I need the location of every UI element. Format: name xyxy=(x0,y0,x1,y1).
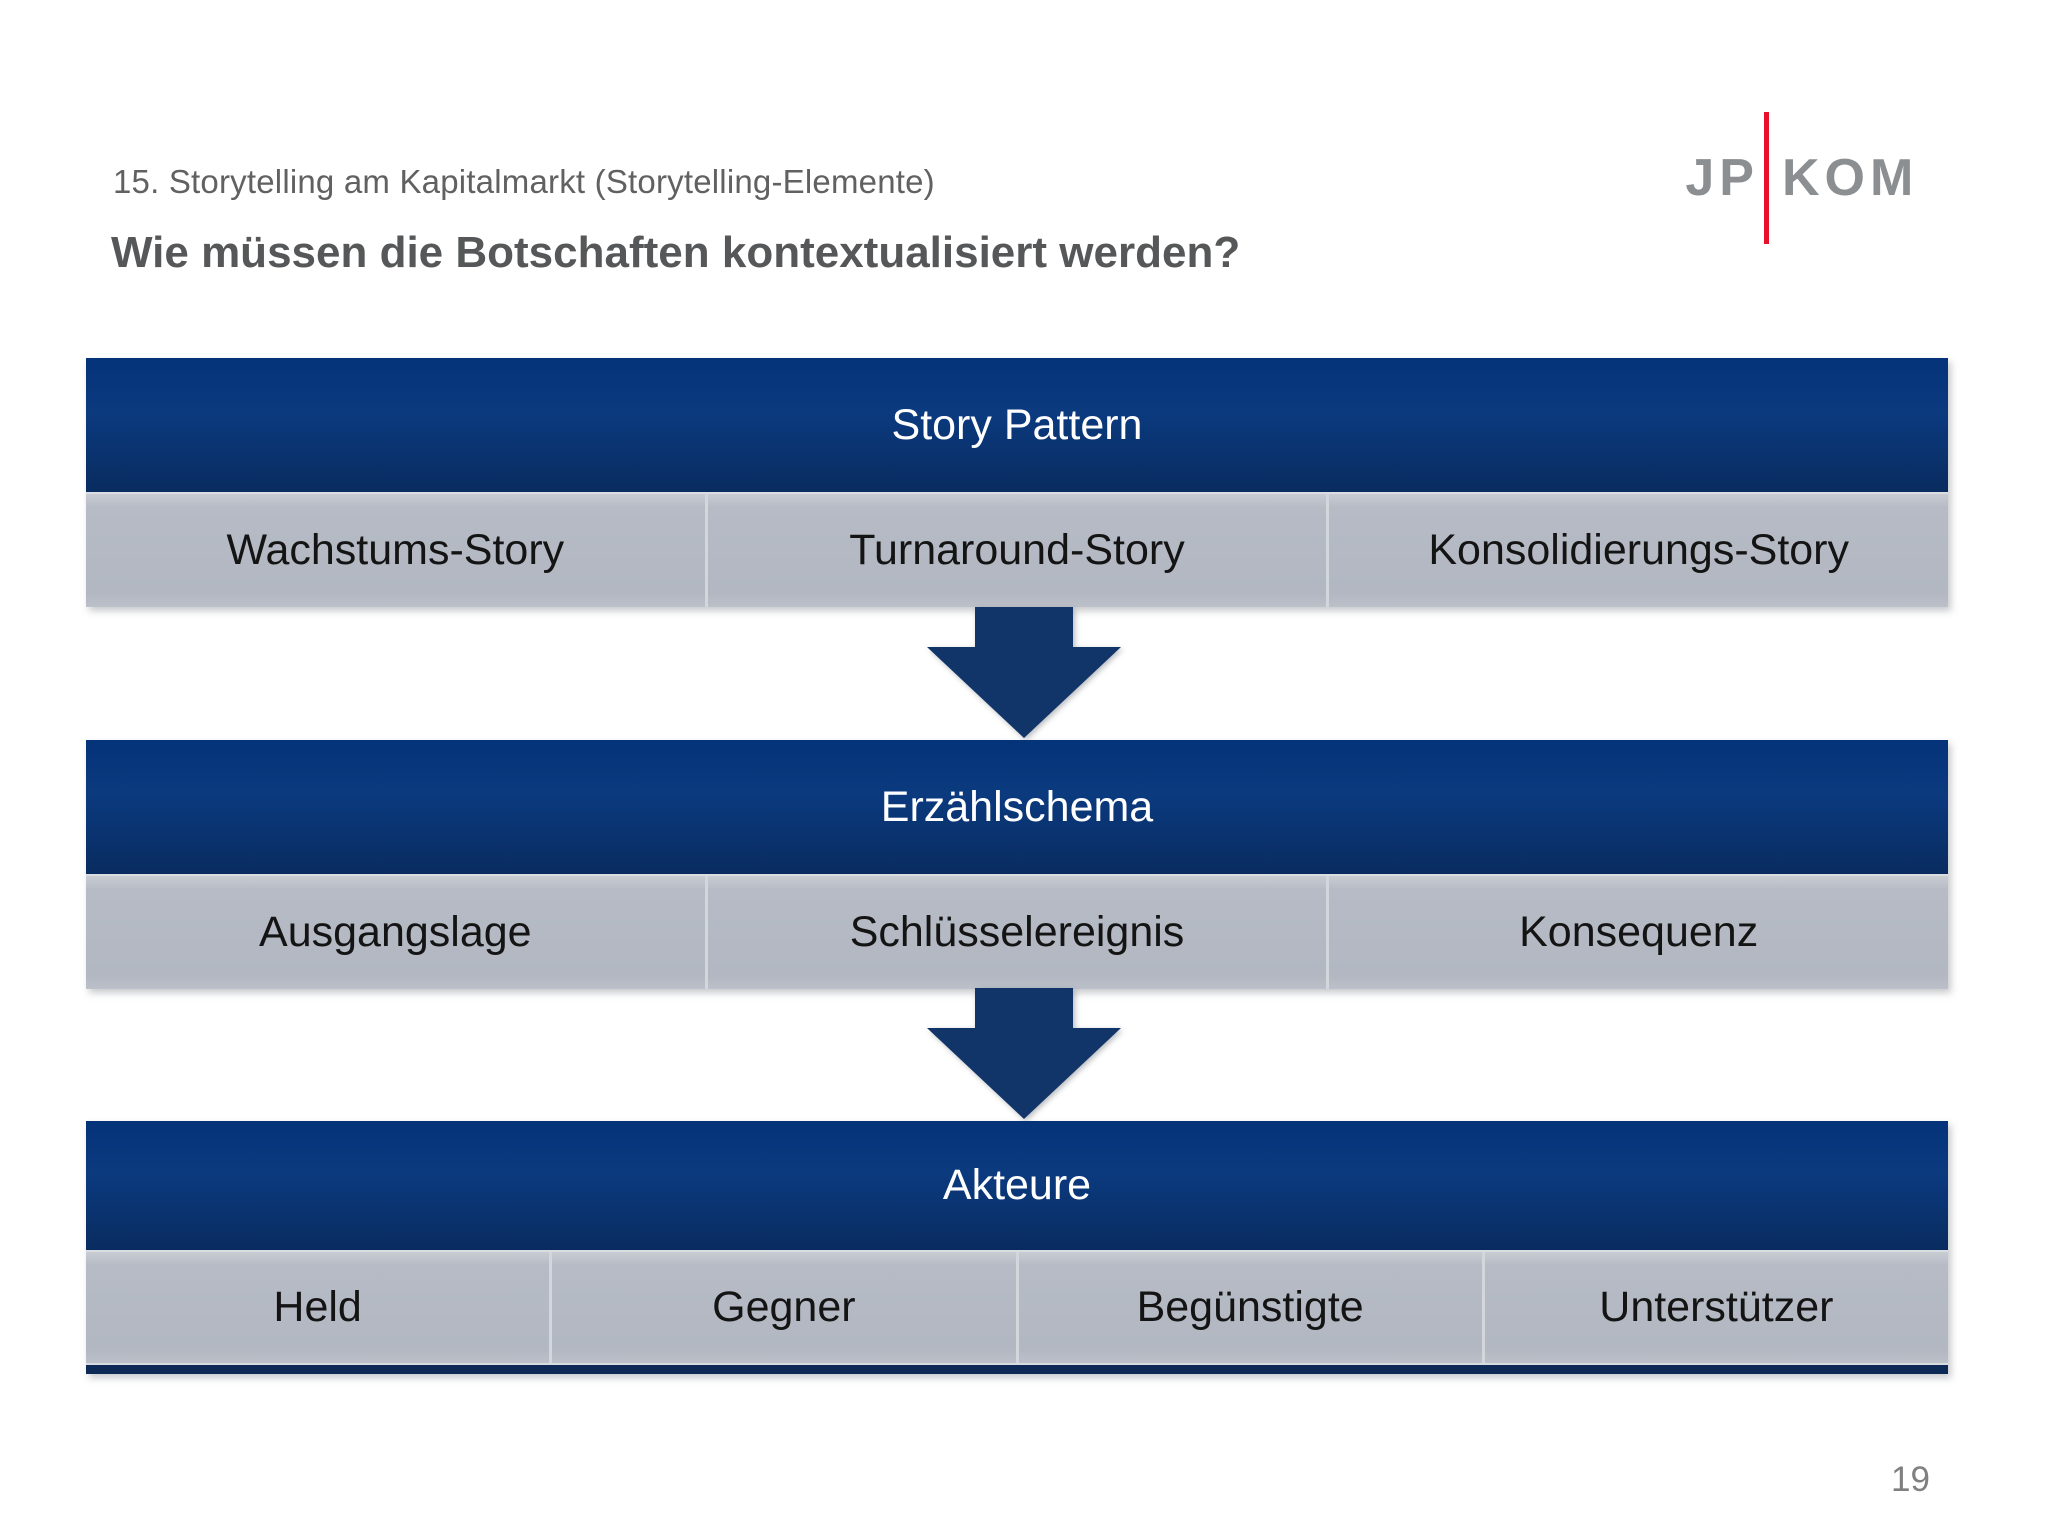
slide-kicker: 15. Storytelling am Kapitalmarkt (Storyt… xyxy=(113,163,935,200)
block-akteure: Akteure Held Gegner Begünstigte Unterstü… xyxy=(86,1121,1948,1374)
down-arrow-icon xyxy=(927,988,1121,1119)
cell-wachstums-story: Wachstums-Story xyxy=(226,526,565,574)
page-title: Wie müssen die Botschaften kontextualisi… xyxy=(111,228,1241,277)
block-row-akteure: Held Gegner Begünstigte Unterstützer xyxy=(86,1250,1948,1365)
block-header-erzaehlschema: Erzählschema xyxy=(86,740,1948,874)
block-erzaehlschema: Erzählschema Ausgangslage Schlüsselereig… xyxy=(86,740,1948,989)
block-header-akteure: Akteure xyxy=(86,1121,1948,1250)
logo-text-kom: KOM xyxy=(1782,149,1919,207)
block-header-story-pattern: Story Pattern xyxy=(86,358,1948,492)
block-bottom-bar xyxy=(86,1365,1948,1374)
cell-unterstuetzer: Unterstützer xyxy=(1481,1252,1948,1363)
logo-text-jp: JP xyxy=(1685,149,1759,207)
cell-ausgangslage: Ausgangslage xyxy=(259,908,532,956)
cell-turnaround-story: Turnaround-Story xyxy=(704,494,1327,607)
cell-konsequenz: Konsequenz xyxy=(1326,876,1948,989)
block-story-pattern: Story Pattern Wachstums-Story Turnaround… xyxy=(86,358,1948,607)
block-row-erzaehlschema: Ausgangslage Schlüsselereignis Konsequen… xyxy=(86,874,1948,989)
cell-held: Held xyxy=(273,1283,362,1331)
down-arrow-icon xyxy=(927,607,1121,738)
cell-gegner: Gegner xyxy=(549,1252,1015,1363)
logo-red-divider-bar xyxy=(1764,112,1769,244)
page-number: 19 xyxy=(1891,1460,1930,1499)
block-row-story-pattern: Wachstums-Story Turnaround-Story Konsoli… xyxy=(86,492,1948,607)
cell-schluesselereignis: Schlüsselereignis xyxy=(704,876,1327,989)
jpkom-logo: JP KOM xyxy=(1655,112,1955,244)
cell-beguenstigte: Begünstigte xyxy=(1015,1252,1482,1363)
cell-konsolidierungs-story: Konsolidierungs-Story xyxy=(1326,494,1948,607)
